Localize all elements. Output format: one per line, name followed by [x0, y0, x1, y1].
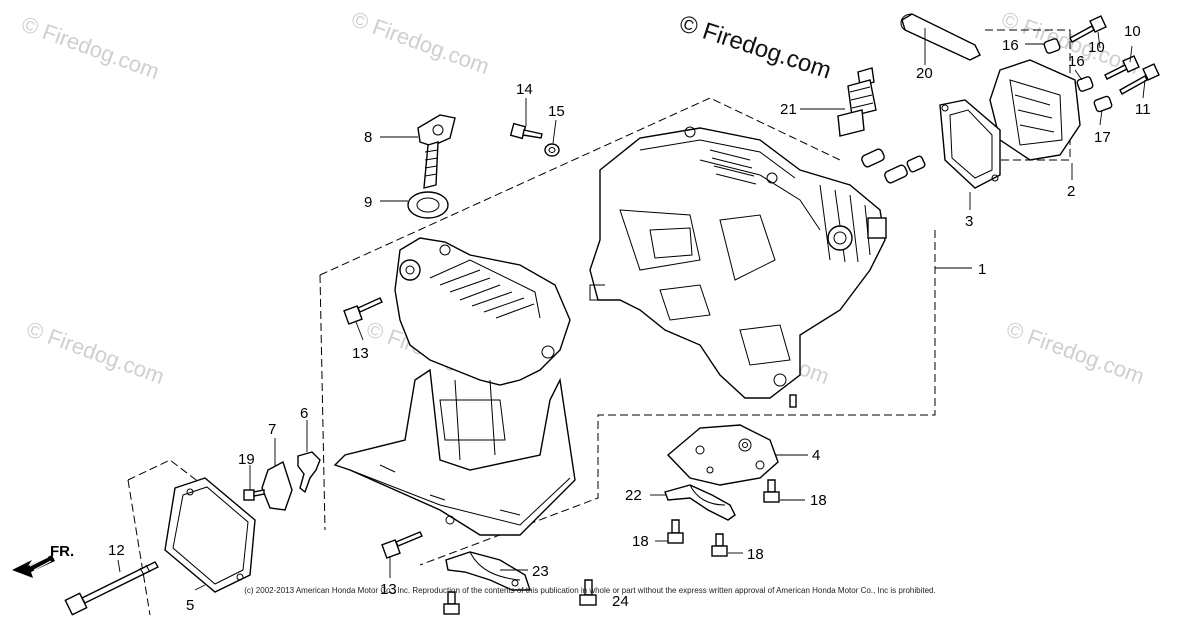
callout-13b: 13	[380, 581, 397, 598]
assembly-outline	[127, 29, 1071, 616]
callout-4: 4	[812, 447, 820, 464]
callout-23: 23	[532, 563, 549, 580]
breather-tube-part-20	[900, 13, 981, 61]
watermark-text: © Firedog.com	[23, 316, 167, 389]
bolts-10-11	[1069, 15, 1160, 95]
callout-2: 2	[1067, 183, 1075, 200]
crankcase-part-1	[589, 126, 887, 408]
callout-1: 1	[978, 261, 986, 278]
callout-labels: 1 2 3 4 5 6 7 8 9 10 10 11 12 13 13 14 1…	[108, 23, 1151, 614]
rocker-cover-part-2	[989, 59, 1081, 161]
bolt-part-14	[509, 122, 543, 140]
callout-24: 24	[612, 593, 629, 610]
copyright-notice: (c) 2002-2013 American Honda Motor Co., …	[244, 586, 936, 595]
front-direction-arrow: FR.	[12, 543, 74, 578]
callout-3: 3	[965, 213, 973, 230]
bolt-part-12	[64, 561, 159, 616]
crankcase-left-half	[333, 237, 576, 536]
gasket-part-3	[939, 99, 1001, 189]
callout-18a: 18	[810, 492, 827, 509]
callout-16a: 16	[1002, 37, 1019, 54]
watermark-text: © Firedog.com	[348, 6, 492, 79]
callout-14: 14	[516, 81, 533, 98]
dowel-pins	[861, 38, 1113, 184]
watermark-logo: © Firedog.com	[676, 10, 834, 84]
side-cover-part-5	[164, 477, 256, 593]
watermark-text: © Firedog.com	[18, 11, 162, 84]
plate-part-7	[261, 460, 293, 511]
callout-22: 22	[625, 487, 642, 504]
callout-10a: 10	[1088, 39, 1105, 56]
clip-part-6	[297, 451, 321, 494]
callout-7: 7	[268, 421, 276, 438]
clamp-part-23	[445, 551, 531, 591]
breather-plate-part-4	[666, 424, 779, 486]
callout-5: 5	[186, 597, 194, 614]
bolt-part-13-lower	[381, 531, 423, 559]
spark-plug-part-21	[837, 67, 877, 137]
callout-17: 17	[1094, 129, 1111, 146]
callout-11: 11	[1135, 101, 1151, 118]
callout-20: 20	[916, 65, 933, 82]
callout-18c: 18	[747, 546, 764, 563]
callout-10b: 10	[1124, 23, 1141, 40]
callout-19: 19	[238, 451, 255, 468]
callout-12: 12	[108, 542, 125, 559]
watermark-layer: © Firedog.com © Firedog.com © Firedog.co…	[18, 6, 1147, 389]
oil-seal-part-9	[407, 191, 449, 219]
callout-6: 6	[300, 405, 308, 422]
oil-filler-cap-part-8	[417, 114, 456, 189]
washer-part-15	[544, 143, 560, 157]
clamp-part-22	[664, 484, 736, 521]
callout-18b: 18	[632, 533, 649, 550]
callout-21: 21	[780, 101, 797, 118]
callout-13a: 13	[352, 345, 369, 362]
callout-15: 15	[548, 103, 565, 120]
bolt-part-13	[343, 297, 383, 325]
callout-8: 8	[364, 129, 372, 146]
bolts-part-18	[443, 479, 780, 615]
callout-16b: 16	[1068, 53, 1085, 70]
callout-9: 9	[364, 194, 372, 211]
watermark-text: © Firedog.com	[1003, 316, 1147, 389]
bolt-part-24	[579, 579, 597, 606]
screw-part-19	[243, 489, 265, 501]
front-label: FR.	[50, 543, 74, 560]
leader-lines	[117, 28, 1146, 591]
